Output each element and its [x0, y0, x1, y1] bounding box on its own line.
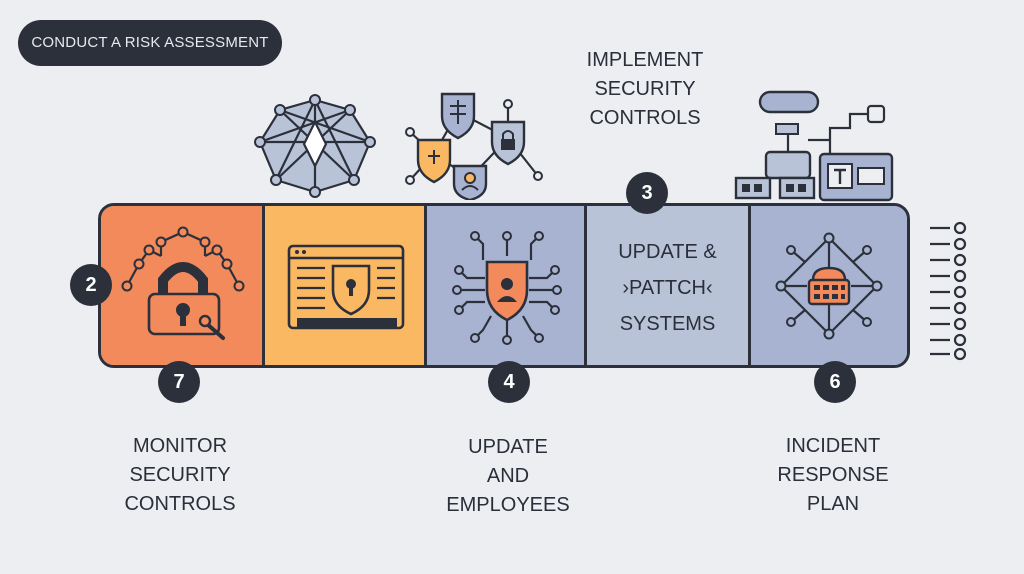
shield-circuit-icon — [452, 231, 562, 345]
padlock-network-icon — [121, 226, 245, 340]
segment-5 — [751, 206, 907, 365]
step-badge-6: 6 — [814, 361, 856, 403]
caption-line: AND — [486, 465, 530, 487]
browser-shield-icon — [287, 244, 405, 330]
step-badge-2: 2 — [70, 264, 112, 306]
segment-text-line: UPDATE & — [618, 241, 717, 263]
segment-2 — [265, 206, 427, 365]
segment-3 — [427, 206, 587, 365]
implement-security-controls-caption: IMPLEMENT SECURITY CONTROLS — [560, 46, 730, 133]
caption-line: SECURITY — [594, 78, 696, 100]
caption-line: CONTROLS — [124, 493, 236, 515]
server-devices-icon — [734, 90, 894, 202]
update-patch-systems-text: UPDATE & ›PATTCH‹ SYSTEMS — [587, 234, 748, 342]
caption-line: PLAN — [806, 493, 860, 515]
caption-line: IMPLEMENT — [586, 49, 704, 71]
shields-network-icon — [405, 92, 543, 200]
update-employees-caption: UPDATE AND EMPLOYEES — [420, 433, 596, 520]
caption-line: CONTROLS — [589, 107, 701, 129]
segment-text-line: SYSTEMS — [619, 313, 716, 335]
segment-1 — [101, 206, 265, 365]
caption-line: MONITOR — [132, 435, 228, 457]
caption-line: EMPLOYEES — [446, 494, 570, 516]
risk-assessment-label: CONDUCT A RISK ASSESSMENT — [18, 20, 282, 66]
process-band: UPDATE & ›PATTCH‹ SYSTEMS — [98, 203, 910, 368]
monitor-security-controls-caption: MONITOR SECURITY CONTROLS — [98, 432, 262, 519]
caption-line: UPDATE — [468, 436, 548, 458]
keyboard-circuit-icon — [775, 232, 883, 340]
step-badge-4: 4 — [488, 361, 530, 403]
caption-line: RESPONSE — [777, 464, 889, 486]
network-globe-icon — [254, 94, 376, 198]
incident-response-plan-caption: INCIDENT RESPONSE PLAN — [752, 432, 914, 519]
caption-line: INCIDENT — [785, 435, 881, 457]
segment-4: UPDATE & ›PATTCH‹ SYSTEMS — [587, 206, 751, 365]
progress-scale-icon — [930, 221, 967, 361]
step-badge-7: 7 — [158, 361, 200, 403]
step-badge-3: 3 — [626, 172, 668, 214]
segment-text-line: ›PATTCH‹ — [622, 277, 713, 299]
caption-line: SECURITY — [129, 464, 231, 486]
